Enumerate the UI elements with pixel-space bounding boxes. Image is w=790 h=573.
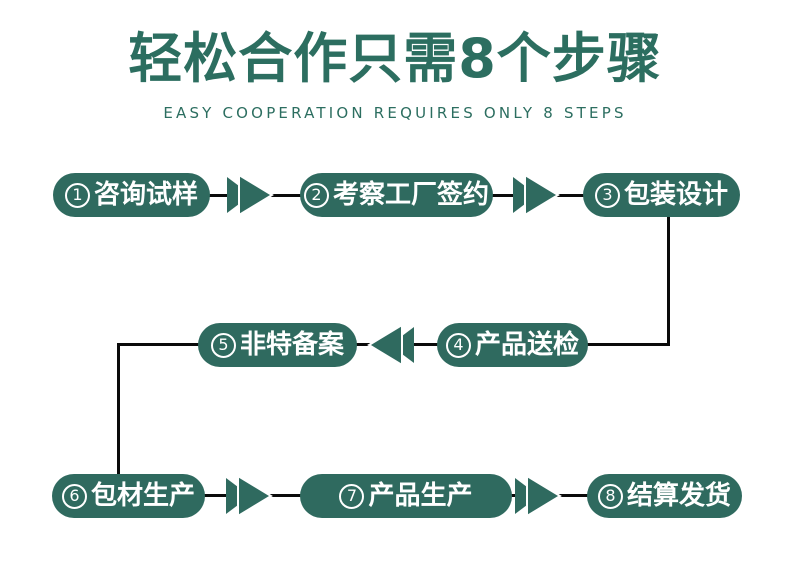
arrow-left-icon	[367, 324, 414, 366]
step-label: 产品送检	[474, 330, 579, 360]
arrow-right-icon	[227, 174, 274, 216]
step-pill-7: 7 产品生产	[300, 474, 512, 518]
step-pill-4: 4 产品送检	[437, 323, 588, 367]
step-label: 咨询试样	[93, 180, 198, 210]
step-number-badge: 7	[339, 483, 365, 509]
connector-line	[585, 343, 670, 346]
step-pill-1: 1 咨询试样	[53, 173, 210, 217]
step-number-badge: 5	[210, 332, 236, 358]
step-label: 包装设计	[623, 180, 728, 210]
step-label: 结算发货	[626, 481, 731, 511]
arrow-right-icon	[513, 174, 560, 216]
step-pill-8: 8 结算发货	[587, 474, 742, 518]
step-number-badge: 2	[303, 182, 329, 208]
step-pill-5: 5 非特备案	[198, 323, 357, 367]
connector-line	[117, 343, 201, 346]
step-label: 包材生产	[90, 481, 195, 511]
connector-line	[117, 343, 120, 477]
step-number-badge: 3	[594, 182, 620, 208]
step-number-badge: 4	[445, 332, 471, 358]
step-pill-3: 3 包装设计	[583, 173, 740, 217]
step-number-badge: 6	[61, 483, 87, 509]
step-pill-2: 2 考察工厂签约	[300, 173, 493, 217]
step-label: 考察工厂签约	[332, 180, 489, 210]
page-subtitle: EASY COOPERATION REQUIRES ONLY 8 STEPS	[163, 104, 627, 122]
arrow-right-icon	[515, 475, 562, 517]
step-number-badge: 1	[64, 182, 90, 208]
step-number-badge: 8	[597, 483, 623, 509]
step-pill-6: 6 包材生产	[52, 474, 205, 518]
arrow-right-icon	[226, 475, 273, 517]
connector-line	[667, 216, 670, 346]
page-title: 轻松合作只需8个步骤	[128, 27, 662, 90]
step-label: 非特备案	[239, 330, 344, 360]
step-label: 产品生产	[368, 481, 473, 511]
